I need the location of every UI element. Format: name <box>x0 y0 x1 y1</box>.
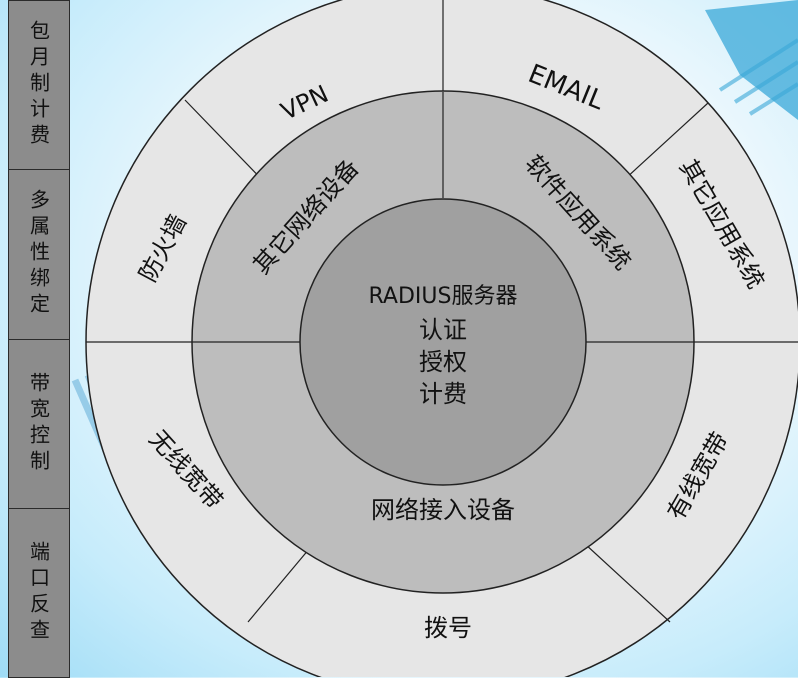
center-line-billing: 计费 <box>419 380 467 408</box>
sidebar-item-attribute-binding: 多属性绑定 <box>8 169 70 340</box>
outer-label-dialup: 拨号 <box>424 614 472 642</box>
sidebar-item-port-lookup: 端口反查 <box>8 507 70 678</box>
center-line-authorize: 授权 <box>419 348 467 376</box>
sidebar-item-bandwidth-control: 带宽控制 <box>8 338 70 509</box>
sidebar: 包月制计费 多属性绑定 带宽控制 端口反查 <box>8 0 70 678</box>
center-line-auth: 认证 <box>419 316 467 344</box>
middle-ring-dividers <box>192 92 694 343</box>
sidebar-item-label: 多属性绑定 <box>26 189 51 320</box>
middle-label-access-devices: 网络接入设备 <box>371 496 515 524</box>
sidebar-item-label: 包月制计费 <box>26 20 51 151</box>
center-circle <box>299 198 587 486</box>
center-title: RADIUS服务器 <box>369 284 518 309</box>
sidebar-item-label: 端口反查 <box>26 540 51 645</box>
sidebar-item-label: 带宽控制 <box>26 371 51 476</box>
